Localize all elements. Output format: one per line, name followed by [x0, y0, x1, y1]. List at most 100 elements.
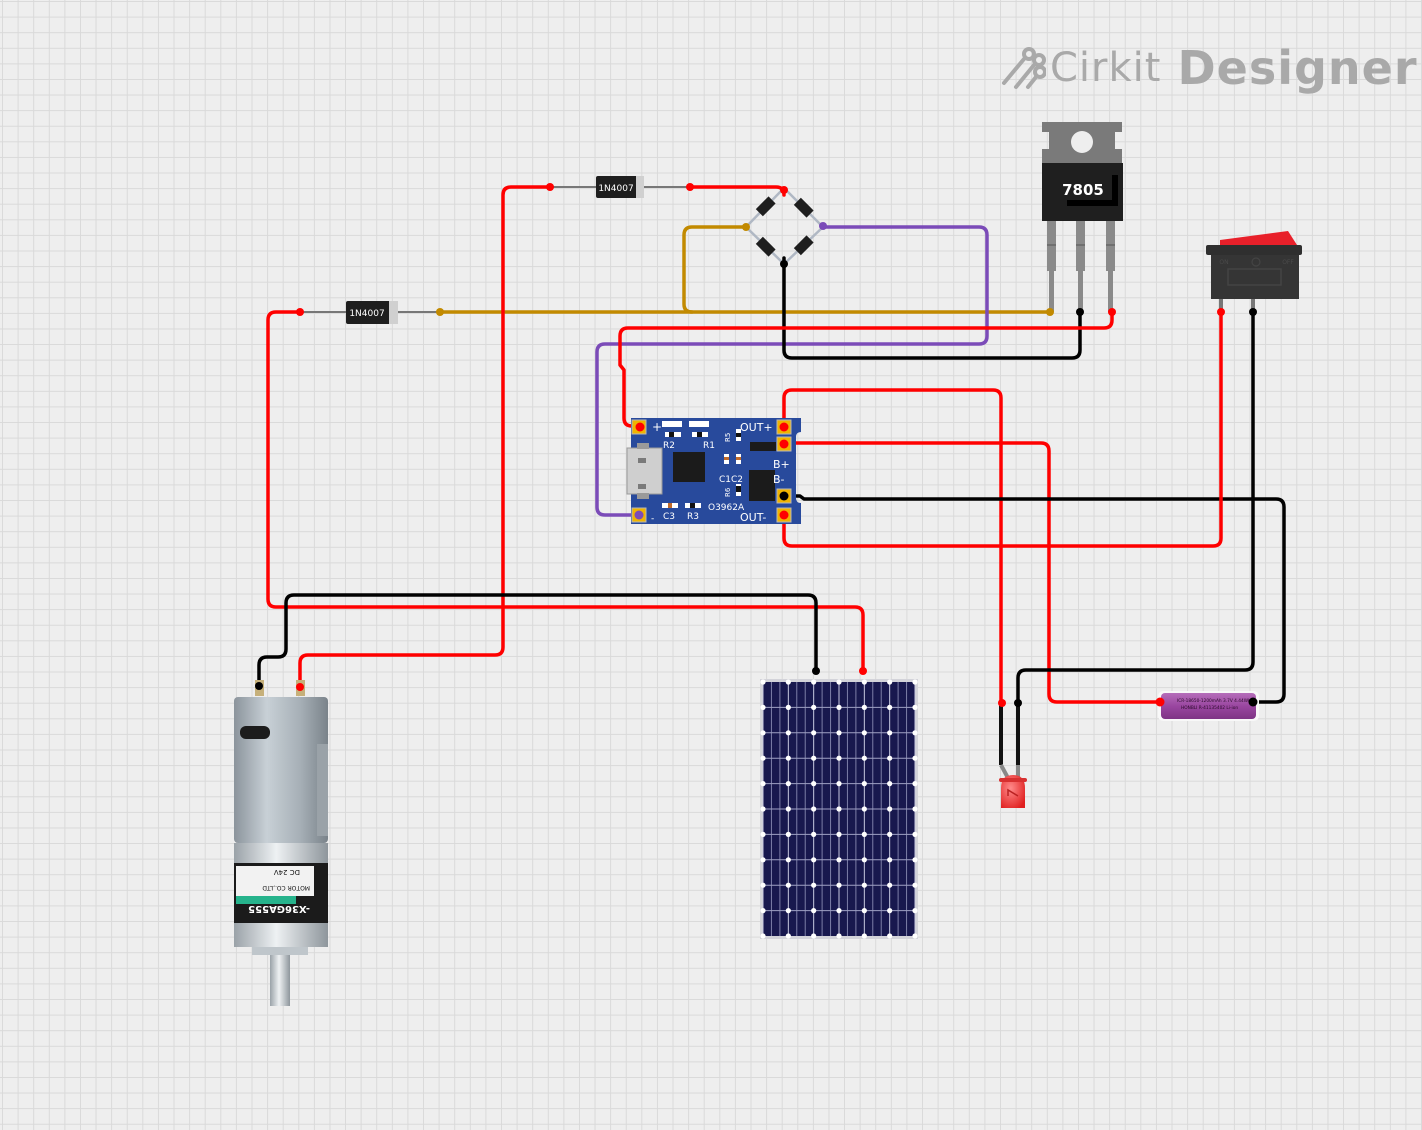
wire-red-charger-out-to-led[interactable]: [782, 388, 1003, 705]
wire-red-charger-to-switch[interactable]: [782, 310, 1223, 548]
solar-cell-junction: [861, 755, 867, 761]
solar-cell-junction: [861, 781, 867, 787]
pin-switch-a[interactable]: [1217, 308, 1225, 316]
solar-cell-junction: [912, 882, 918, 888]
wire-red-left-diode-to-solar[interactable]: [266, 310, 865, 673]
pin-bridge-dc-minus[interactable]: [780, 260, 788, 268]
pin-battery-plus[interactable]: [1155, 697, 1165, 707]
charger-r6-label: R6: [724, 487, 732, 497]
charger-c3-label: C3: [663, 512, 675, 522]
diode-1n4007-top[interactable]: 1N4007: [550, 176, 690, 198]
solar-cell-junction: [811, 704, 817, 711]
solar-cell-junction: [785, 755, 791, 761]
solar-cell-junction: [811, 857, 817, 863]
solar-cell-junction: [912, 908, 918, 914]
pin-charger-out-minus[interactable]: [779, 510, 789, 520]
solar-cell-junction: [861, 831, 867, 838]
charger-r2-label: R2: [663, 441, 675, 451]
solar-cell-junction: [760, 882, 766, 888]
wire-red-top-diode-to-bridge[interactable]: [688, 185, 786, 197]
charger-chip-label: O3962A: [708, 503, 745, 513]
diode-1n4007-left[interactable]: 1N4007: [300, 301, 440, 324]
wire-red-charger-to-battery[interactable]: [782, 441, 1162, 704]
bridge-rectifier[interactable]: [745, 187, 824, 265]
solar-cell-junction: [760, 679, 766, 685]
solar-cell-junction: [811, 730, 817, 736]
brand-watermark: Cirkit Designer: [1000, 38, 1418, 98]
solar-cell-junction: [760, 857, 766, 863]
pin-diode-top-anode[interactable]: [546, 183, 554, 191]
pin-bridge-dc-plus[interactable]: [780, 186, 788, 194]
solar-cell-junction: [861, 882, 867, 888]
solar-cell-junction: [861, 704, 867, 711]
solar-cell-junction: [887, 933, 893, 939]
solar-cell-junction: [861, 908, 867, 914]
wire-gold-bridge-ac-loop[interactable]: [682, 225, 748, 314]
pin-charger-out-plus[interactable]: [779, 422, 789, 432]
wire-purple-bridge-to-charger-minus[interactable]: [595, 225, 989, 517]
motor-model-label: -X36GA555: [248, 903, 310, 914]
voltage-regulator-7805[interactable]: 7805: [1042, 122, 1123, 312]
solar-cell-junction: [836, 933, 842, 939]
pin-led-anode[interactable]: [998, 699, 1006, 707]
pin-battery-minus[interactable]: [1248, 697, 1258, 707]
wire-black-switch-to-led[interactable]: [1016, 310, 1255, 705]
pin-bridge-ac-left[interactable]: [742, 223, 750, 231]
charger-minus-label: -: [651, 514, 654, 524]
wire-red-regulator-to-charger-plus[interactable]: [618, 310, 1114, 428]
solar-cell-junction: [912, 806, 918, 812]
solar-cell-junction: [836, 806, 842, 812]
red-led[interactable]: [999, 703, 1027, 808]
pin-solar-minus[interactable]: [812, 667, 820, 675]
pin-charger-b-plus[interactable]: [779, 439, 789, 449]
pin-regulator-gnd[interactable]: [1076, 308, 1084, 316]
charger-plus-label: +: [652, 420, 662, 434]
solar-cell-junction: [912, 704, 918, 711]
pin-diode-left-cathode[interactable]: [436, 308, 444, 316]
solar-cell-junction: [887, 704, 893, 711]
charger-b-plus-label: B+: [773, 458, 790, 471]
pin-regulator-in[interactable]: [1046, 308, 1054, 316]
wire-black-charger-to-battery[interactable]: [782, 494, 1286, 704]
solar-cell-junction: [760, 806, 766, 812]
motor-maker-label: MOTOR CO.,LTD: [262, 884, 310, 891]
solar-cell-junction: [887, 882, 893, 888]
solar-cell-junction: [861, 933, 867, 939]
pin-switch-b[interactable]: [1249, 308, 1257, 316]
solar-cell-junction: [785, 933, 791, 939]
pin-solar-plus[interactable]: [859, 667, 867, 675]
pin-charger-minus[interactable]: [634, 510, 644, 520]
solar-cell-junction: [861, 730, 867, 736]
solar-cell-junction: [836, 831, 842, 838]
solar-cell-junction: [861, 857, 867, 863]
wire-black-motor-to-solar[interactable]: [257, 593, 818, 688]
solar-cell-junction: [836, 755, 842, 761]
solar-cell-junction: [811, 679, 817, 685]
solar-cell-junction: [760, 755, 766, 761]
wire-black-bridge-to-regulator-gnd[interactable]: [782, 256, 1082, 360]
wire-red-motor-to-top-diode[interactable]: [298, 185, 552, 689]
tp4056-charger-module[interactable]: + - OUT+ OUT- B+ B- R2 R1 C3 R3 C1C2 O39…: [626, 418, 801, 524]
pin-charger-plus[interactable]: [635, 422, 645, 432]
pin-charger-b-minus[interactable]: [779, 491, 789, 501]
solar-cell-junction: [811, 908, 817, 914]
battery-label-line2: HONBLI R-41135402 Li-ion: [1181, 705, 1238, 711]
li-ion-battery-18650[interactable]: ICR-18650-1200mAh 3.7V 4.44Wh HONBLI R-4…: [1158, 691, 1259, 721]
solar-cell-junction: [785, 831, 791, 838]
pin-diode-top-cathode[interactable]: [686, 183, 694, 191]
charger-c1c2-label: C1C2: [719, 475, 743, 485]
pin-diode-left-anode[interactable]: [296, 308, 304, 316]
solar-cell-junction: [760, 781, 766, 787]
pin-regulator-out[interactable]: [1108, 308, 1116, 316]
pin-bridge-ac-right[interactable]: [819, 222, 827, 230]
dc-gear-motor[interactable]: DC 24V MOTOR CO.,LTD -X36GA555: [234, 680, 328, 1006]
charger-out-plus-label: OUT+: [740, 421, 773, 434]
pin-led-cathode[interactable]: [1014, 699, 1022, 707]
solar-cell-junction: [811, 781, 817, 787]
pin-motor-minus[interactable]: [255, 682, 263, 690]
solar-cell-junction: [912, 831, 918, 838]
solar-cell-junction: [887, 831, 893, 838]
pin-motor-plus[interactable]: [296, 683, 304, 691]
rocker-switch[interactable]: ON OFF: [1206, 231, 1302, 312]
solar-panel[interactable]: [760, 679, 918, 939]
